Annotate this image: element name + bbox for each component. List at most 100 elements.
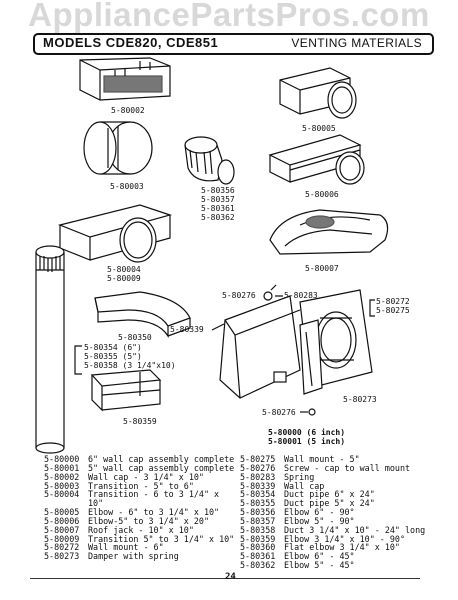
parts-row: 5-80001 5" wall cap assembly complete <box>44 462 235 473</box>
part-number: 5-80002 <box>44 471 80 482</box>
part-number: 5-80358 <box>240 524 276 535</box>
part-number: 5-80273 <box>44 551 80 562</box>
parts-row: 10" <box>44 499 234 508</box>
callout-80356: 5-80356 5-80357 5-80361 5-80362 <box>201 186 235 222</box>
part-number: 5-80001 <box>44 462 80 473</box>
part-description: Elbow 6" - 45° <box>284 551 355 562</box>
part-number: 5-80360 <box>240 542 276 553</box>
part-number: 5-80009 <box>44 533 80 544</box>
part-description: Elbow - 6" to 3 1/4" x 10" <box>88 507 220 518</box>
part-description: Spring <box>284 471 315 482</box>
flat-elbow-80350-drawing <box>94 291 191 339</box>
parts-row: 5-80358 Duct 3 1/4" x 10" - 24" long <box>240 524 426 535</box>
callout-80004: 5-80004 5-80009 <box>107 265 141 283</box>
callout-80005: 5-80005 <box>302 124 336 133</box>
parts-row: 5-80359 Elbow 3 1/4" x 10" - 90° <box>240 533 425 544</box>
part-description: Elbow 5" - 90° <box>284 515 355 526</box>
part-description: Wall mount - 5" <box>284 454 360 464</box>
page-number: 24 <box>225 572 236 582</box>
part-description: Flat elbow 3 1/4" x 10" <box>284 542 400 553</box>
callout-80276-top: 5-80276 <box>222 291 256 300</box>
part-description: Duct pipe 5" x 24" <box>284 498 375 509</box>
parts-row: 5-80000 6" wall cap assembly complete <box>44 455 234 464</box>
part-description: Elbow 3 1/4" x 10" - 90° <box>284 533 406 544</box>
callout-80002: 5-80002 <box>111 106 145 115</box>
elbow-80359-drawing <box>90 369 162 412</box>
duct-pipe-80354-drawing <box>35 245 65 454</box>
roof-jack-80007-drawing <box>269 209 389 255</box>
part-description: 5" wall cap assembly complete <box>88 462 235 473</box>
part-number: 5-80004 <box>44 489 80 500</box>
callout-80339: 5-80339 <box>170 325 204 334</box>
part-number: 5-80005 <box>44 507 80 518</box>
part-number: 5-80361 <box>240 551 276 562</box>
callout-80354: 5-80354 (6") 5-80355 (5") 5-80358 (3 1/4… <box>84 343 176 370</box>
part-number: 5-80355 <box>240 498 276 509</box>
parts-row: 5-80355 Duct pipe 5" x 24" <box>240 499 425 508</box>
part-number: 5-80276 <box>240 462 276 473</box>
callout-80272: 5-80272 5-80275 <box>376 297 410 315</box>
part-description: Transition 5" to 3 1/4" x 10" <box>88 533 235 544</box>
elbow-80006-drawing <box>268 134 365 185</box>
part-description: Damper with spring <box>88 551 179 562</box>
elbow-80356-drawing <box>184 136 235 185</box>
parts-row: 5-80275 Wall mount - 5" <box>240 455 425 464</box>
wall-cap-80339-drawing <box>211 295 301 399</box>
part-description: Duct 3 1/4" x 10" - 24" long <box>284 524 426 535</box>
part-number: 5-80007 <box>44 524 80 535</box>
parts-row: 5-80003 Transition - 5" to 6" <box>44 480 234 491</box>
parts-row: 5-80339 Wall cap <box>240 480 425 491</box>
part-description: Elbow 6" - 90° <box>284 507 355 518</box>
screws-drawing <box>263 284 316 416</box>
part-number: 5-80006 <box>44 515 80 526</box>
footer-rule <box>30 578 420 579</box>
part-description: Wall cap - 3 1/4" x 10" <box>88 471 204 482</box>
parts-row: 5-80004 Transition - 6 to 3 1/4" x <box>44 490 234 499</box>
leader-lines <box>74 299 375 375</box>
callout-80283: 5-80283 <box>284 291 318 300</box>
callout-80003: 5-80003 <box>110 182 144 191</box>
parts-row: 5-80002 Wall cap - 3 1/4" x 10" <box>44 471 234 482</box>
transition-80003-drawing <box>83 121 153 175</box>
elbow-80005-drawing <box>279 67 357 119</box>
parts-row: 5-80005 Elbow - 6" to 3 1/4" x 10" <box>44 508 234 517</box>
part-description: 10" <box>88 498 104 509</box>
section-header: MODELS CDE820, CDE851 VENTING MATERIALS <box>33 33 434 55</box>
part-number: 5-80272 <box>44 542 80 553</box>
callout-80350: 5-80350 <box>118 333 152 342</box>
part-number: 5-80362 <box>240 560 276 571</box>
callout-80000: 5-80000 (6 inch) 5-80001 (5 inch) <box>268 428 346 446</box>
callout-80276-bottom: 5-80276 <box>262 408 296 417</box>
part-number: 5-80000 <box>44 454 80 464</box>
part-number: 5-80354 <box>240 489 276 500</box>
wall-cap-80002-drawing <box>79 57 171 101</box>
part-number: 5-80003 <box>44 480 80 491</box>
part-number: 5-80359 <box>240 533 276 544</box>
callout-80359: 5-80359 <box>123 417 157 426</box>
models-title: MODELS CDE820, CDE851 <box>43 35 219 50</box>
part-description: 6" wall cap assembly complete <box>88 454 235 464</box>
parts-row: 5-80009 Transition 5" to 3 1/4" x 10" <box>44 533 235 544</box>
part-description: Roof jack - 10" x 10" <box>88 524 194 535</box>
part-number: 5-80357 <box>240 515 276 526</box>
part-description: Wall cap <box>284 480 325 491</box>
part-description: Transition - 5" to 6" <box>88 480 194 491</box>
part-number: 5-80339 <box>240 480 276 491</box>
part-number: 5-80275 <box>240 454 276 464</box>
parts-row: 5-80283 Spring <box>240 471 425 482</box>
part-number: 5-80283 <box>240 471 276 482</box>
parts-row: 5-80360 Flat elbow 3 1/4" x 10" <box>240 543 425 552</box>
callout-80273: 5-80273 <box>343 395 377 404</box>
part-description: Duct pipe 6" x 24" <box>284 489 375 500</box>
parts-row: 5-80273 Damper with spring <box>44 552 234 561</box>
part-description: Transition - 6 to 3 1/4" x <box>88 489 220 500</box>
transition-80004-drawing <box>58 204 173 263</box>
parts-row: 5-80354 Duct pipe 6" x 24" <box>240 490 425 499</box>
